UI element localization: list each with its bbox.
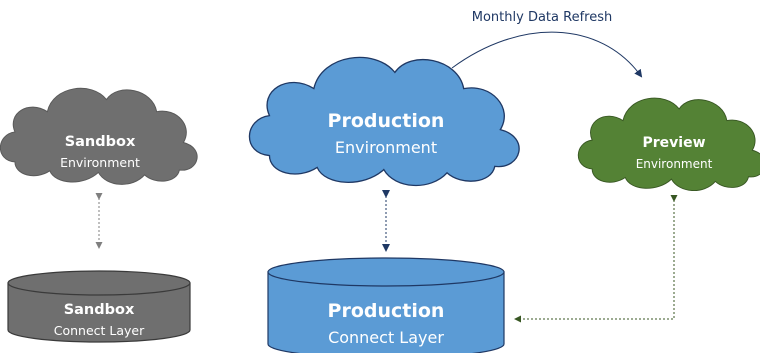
production-cylinder-top	[267, 257, 505, 287]
sandbox-db-title: Sandbox	[64, 302, 135, 318]
sandbox-db-subtitle: Connect Layer	[54, 323, 145, 338]
production-connect-layer-cylinder: Production Connect Layer	[267, 257, 505, 353]
sandbox-connect-layer-cylinder: Sandbox Connect Layer	[7, 270, 191, 343]
preview-environment-cloud: Preview Environment	[577, 97, 760, 191]
preview-cloud-subtitle: Environment	[636, 157, 713, 171]
sandbox-cloud-title: Sandbox	[65, 134, 136, 150]
refresh-label: Monthly Data Refresh	[472, 10, 612, 25]
preview-cloud-title: Preview	[642, 135, 705, 151]
production-environment-cloud: Production Environment	[248, 56, 520, 187]
monthly-refresh-connector: Monthly Data Refresh	[451, 10, 643, 78]
production-db-title: Production	[328, 300, 445, 322]
production-cloud-subtitle: Environment	[335, 138, 437, 157]
sandbox-cylinder-top	[7, 270, 191, 296]
production-cloud-title: Production	[328, 110, 445, 132]
sandbox-cloud-subtitle: Environment	[60, 155, 140, 170]
production-db-subtitle: Connect Layer	[328, 328, 444, 347]
preview-cloud-shape	[577, 97, 760, 191]
production-cloud-shape	[248, 56, 520, 187]
sandbox-environment-cloud: Sandbox Environment	[0, 87, 198, 185]
sandbox-cloud-shape	[0, 87, 198, 185]
preview-to-production-db-arrow	[514, 195, 678, 323]
refresh-curve-arrow	[451, 31, 643, 78]
sandbox-cylinder-body	[7, 282, 191, 343]
production-cylinder-body	[267, 271, 505, 353]
